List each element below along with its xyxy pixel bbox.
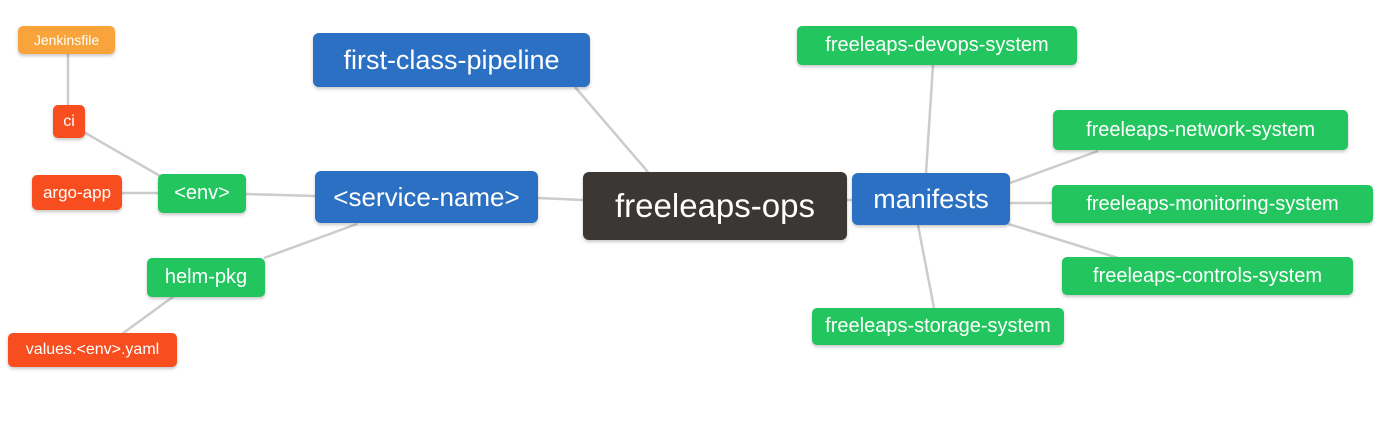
node-service-name[interactable]: <service-name>: [315, 171, 538, 223]
node-env[interactable]: <env>: [158, 174, 246, 213]
node-manifests[interactable]: manifests: [852, 173, 1010, 225]
edge-env-service-name: [245, 192, 316, 198]
node-helm-pkg[interactable]: helm-pkg: [147, 258, 265, 297]
edge-service-name-ops: [537, 196, 584, 202]
node-freeleaps-storage-system[interactable]: freeleaps-storage-system: [812, 308, 1064, 345]
node-freeleaps-ops[interactable]: freeleaps-ops: [583, 172, 847, 240]
node-freeleaps-monitoring-system[interactable]: freeleaps-monitoring-system: [1052, 185, 1373, 223]
node-jenkinsfile[interactable]: Jenkinsfile: [18, 26, 115, 54]
node-freeleaps-devops-system[interactable]: freeleaps-devops-system: [797, 26, 1077, 65]
node-ci[interactable]: ci: [53, 105, 85, 138]
edge-ci-env: [81, 129, 168, 182]
node-freeleaps-controls-system[interactable]: freeleaps-controls-system: [1062, 257, 1353, 295]
edge-service-name-helm-pkg: [263, 222, 358, 260]
edge-manifests-network: [1009, 149, 1099, 185]
node-values-env-yaml[interactable]: values.<env>.yaml: [8, 333, 177, 367]
edge-first-class-pipeline-ops: [574, 86, 649, 173]
node-first-class-pipeline[interactable]: first-class-pipeline: [313, 33, 590, 87]
node-argo-app[interactable]: argo-app: [32, 175, 122, 210]
node-freeleaps-network-system[interactable]: freeleaps-network-system: [1053, 110, 1348, 150]
edge-helm-pkg-values: [121, 294, 175, 336]
edge-manifests-storage: [916, 224, 936, 309]
edge-manifests-devops: [924, 64, 935, 174]
edge-manifests-controls: [1001, 220, 1119, 260]
